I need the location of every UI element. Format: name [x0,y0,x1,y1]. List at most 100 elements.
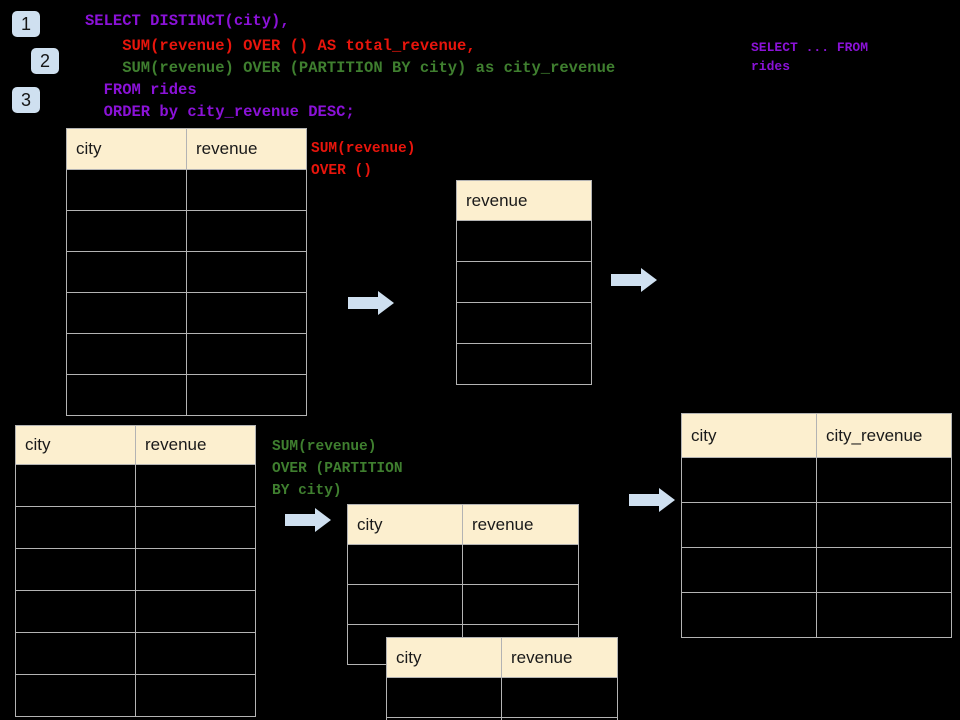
cell [816,547,952,593]
table-row [347,584,579,625]
table-header-row: city revenue [386,637,618,678]
step-badge-2: 2 [31,48,59,74]
table-body [15,464,256,717]
cell [186,210,307,252]
cell [15,548,136,591]
table-row [66,169,307,211]
table-row [66,251,307,293]
table-header-row: city revenue [347,504,579,545]
table-row [15,632,256,675]
cell [456,302,592,344]
step-badge-3: 3 [12,87,40,113]
cell [681,592,817,638]
cell [135,464,256,507]
cell [462,544,579,585]
sql-line-select: SELECT DISTINCT(city), [85,12,290,30]
cell [135,548,256,591]
cell [66,374,187,416]
table-row [456,302,592,344]
cell [135,590,256,633]
cell [186,169,307,211]
table-row [456,261,592,303]
table-row [66,374,307,416]
arrow-right-icon-top-left [348,291,394,315]
table-body [386,677,618,720]
table-row [681,547,952,593]
table-row [15,590,256,633]
table-row [15,506,256,549]
column-header-revenue: revenue [456,180,592,221]
cell [15,464,136,507]
cell [816,502,952,548]
cell [816,592,952,638]
cell [681,502,817,548]
cell [501,717,618,720]
table-row [347,544,579,585]
cell [681,457,817,503]
table-row [386,717,618,720]
cell [15,674,136,717]
column-header-city-revenue: city_revenue [816,413,952,458]
table-row [681,457,952,503]
cell [462,584,579,625]
table-row [386,677,618,718]
table-body [681,457,952,638]
annotation-over-all: SUM(revenue) OVER () [311,141,416,179]
table-row [15,548,256,591]
column-header-city: city [681,413,817,458]
arrow-right-icon-top-right [611,268,657,292]
cell [66,169,187,211]
table-header-row: city city_revenue [681,413,952,458]
column-header-city: city [386,637,502,678]
table-row [681,502,952,548]
table-header-row: city revenue [66,128,307,170]
cell [15,590,136,633]
column-header-revenue: revenue [135,425,256,465]
source-table-top: city revenue [66,128,307,416]
table-row [66,210,307,252]
arrow-right-icon-bottom-left [285,508,331,532]
cell [135,674,256,717]
sql-line-total-revenue: SUM(revenue) OVER () AS total_revenue, [85,37,476,55]
sql-line-from: FROM rides [85,81,197,99]
arrow-right-icon-bottom-right [629,488,675,512]
table-row [66,333,307,375]
cell [186,333,307,375]
column-header-city: city [66,128,187,170]
total-revenue-table: revenue [456,180,592,385]
table-row [15,674,256,717]
table-row [456,220,592,262]
cell [386,677,502,718]
cell [66,210,187,252]
result-table: city city_revenue [681,413,952,638]
source-table-bottom: city revenue [15,425,256,717]
cell [15,506,136,549]
annotation-over-partition: SUM(revenue) OVER (PARTITION BY city) [272,439,403,499]
cell [15,632,136,675]
cell [347,544,463,585]
column-header-revenue: revenue [462,504,579,545]
cell [66,333,187,375]
cell [456,343,592,385]
sql-line-order-by: ORDER by city_revenue DESC; [85,103,355,121]
column-header-revenue: revenue [186,128,307,170]
partition-table-b: city revenue [386,637,618,720]
table-body [456,220,592,385]
column-header-revenue: revenue [501,637,618,678]
table-row [15,464,256,507]
cell [681,547,817,593]
cell [66,292,187,334]
column-header-city: city [347,504,463,545]
table-body [66,169,307,416]
table-header-row: revenue [456,180,592,221]
column-header-city: city [15,425,136,465]
cell [186,374,307,416]
sql-side-note: SELECT ... FROM rides [751,40,869,74]
cell [501,677,618,718]
table-row [66,292,307,334]
cell [186,292,307,334]
table-row [681,592,952,638]
cell [186,251,307,293]
cell [347,584,463,625]
